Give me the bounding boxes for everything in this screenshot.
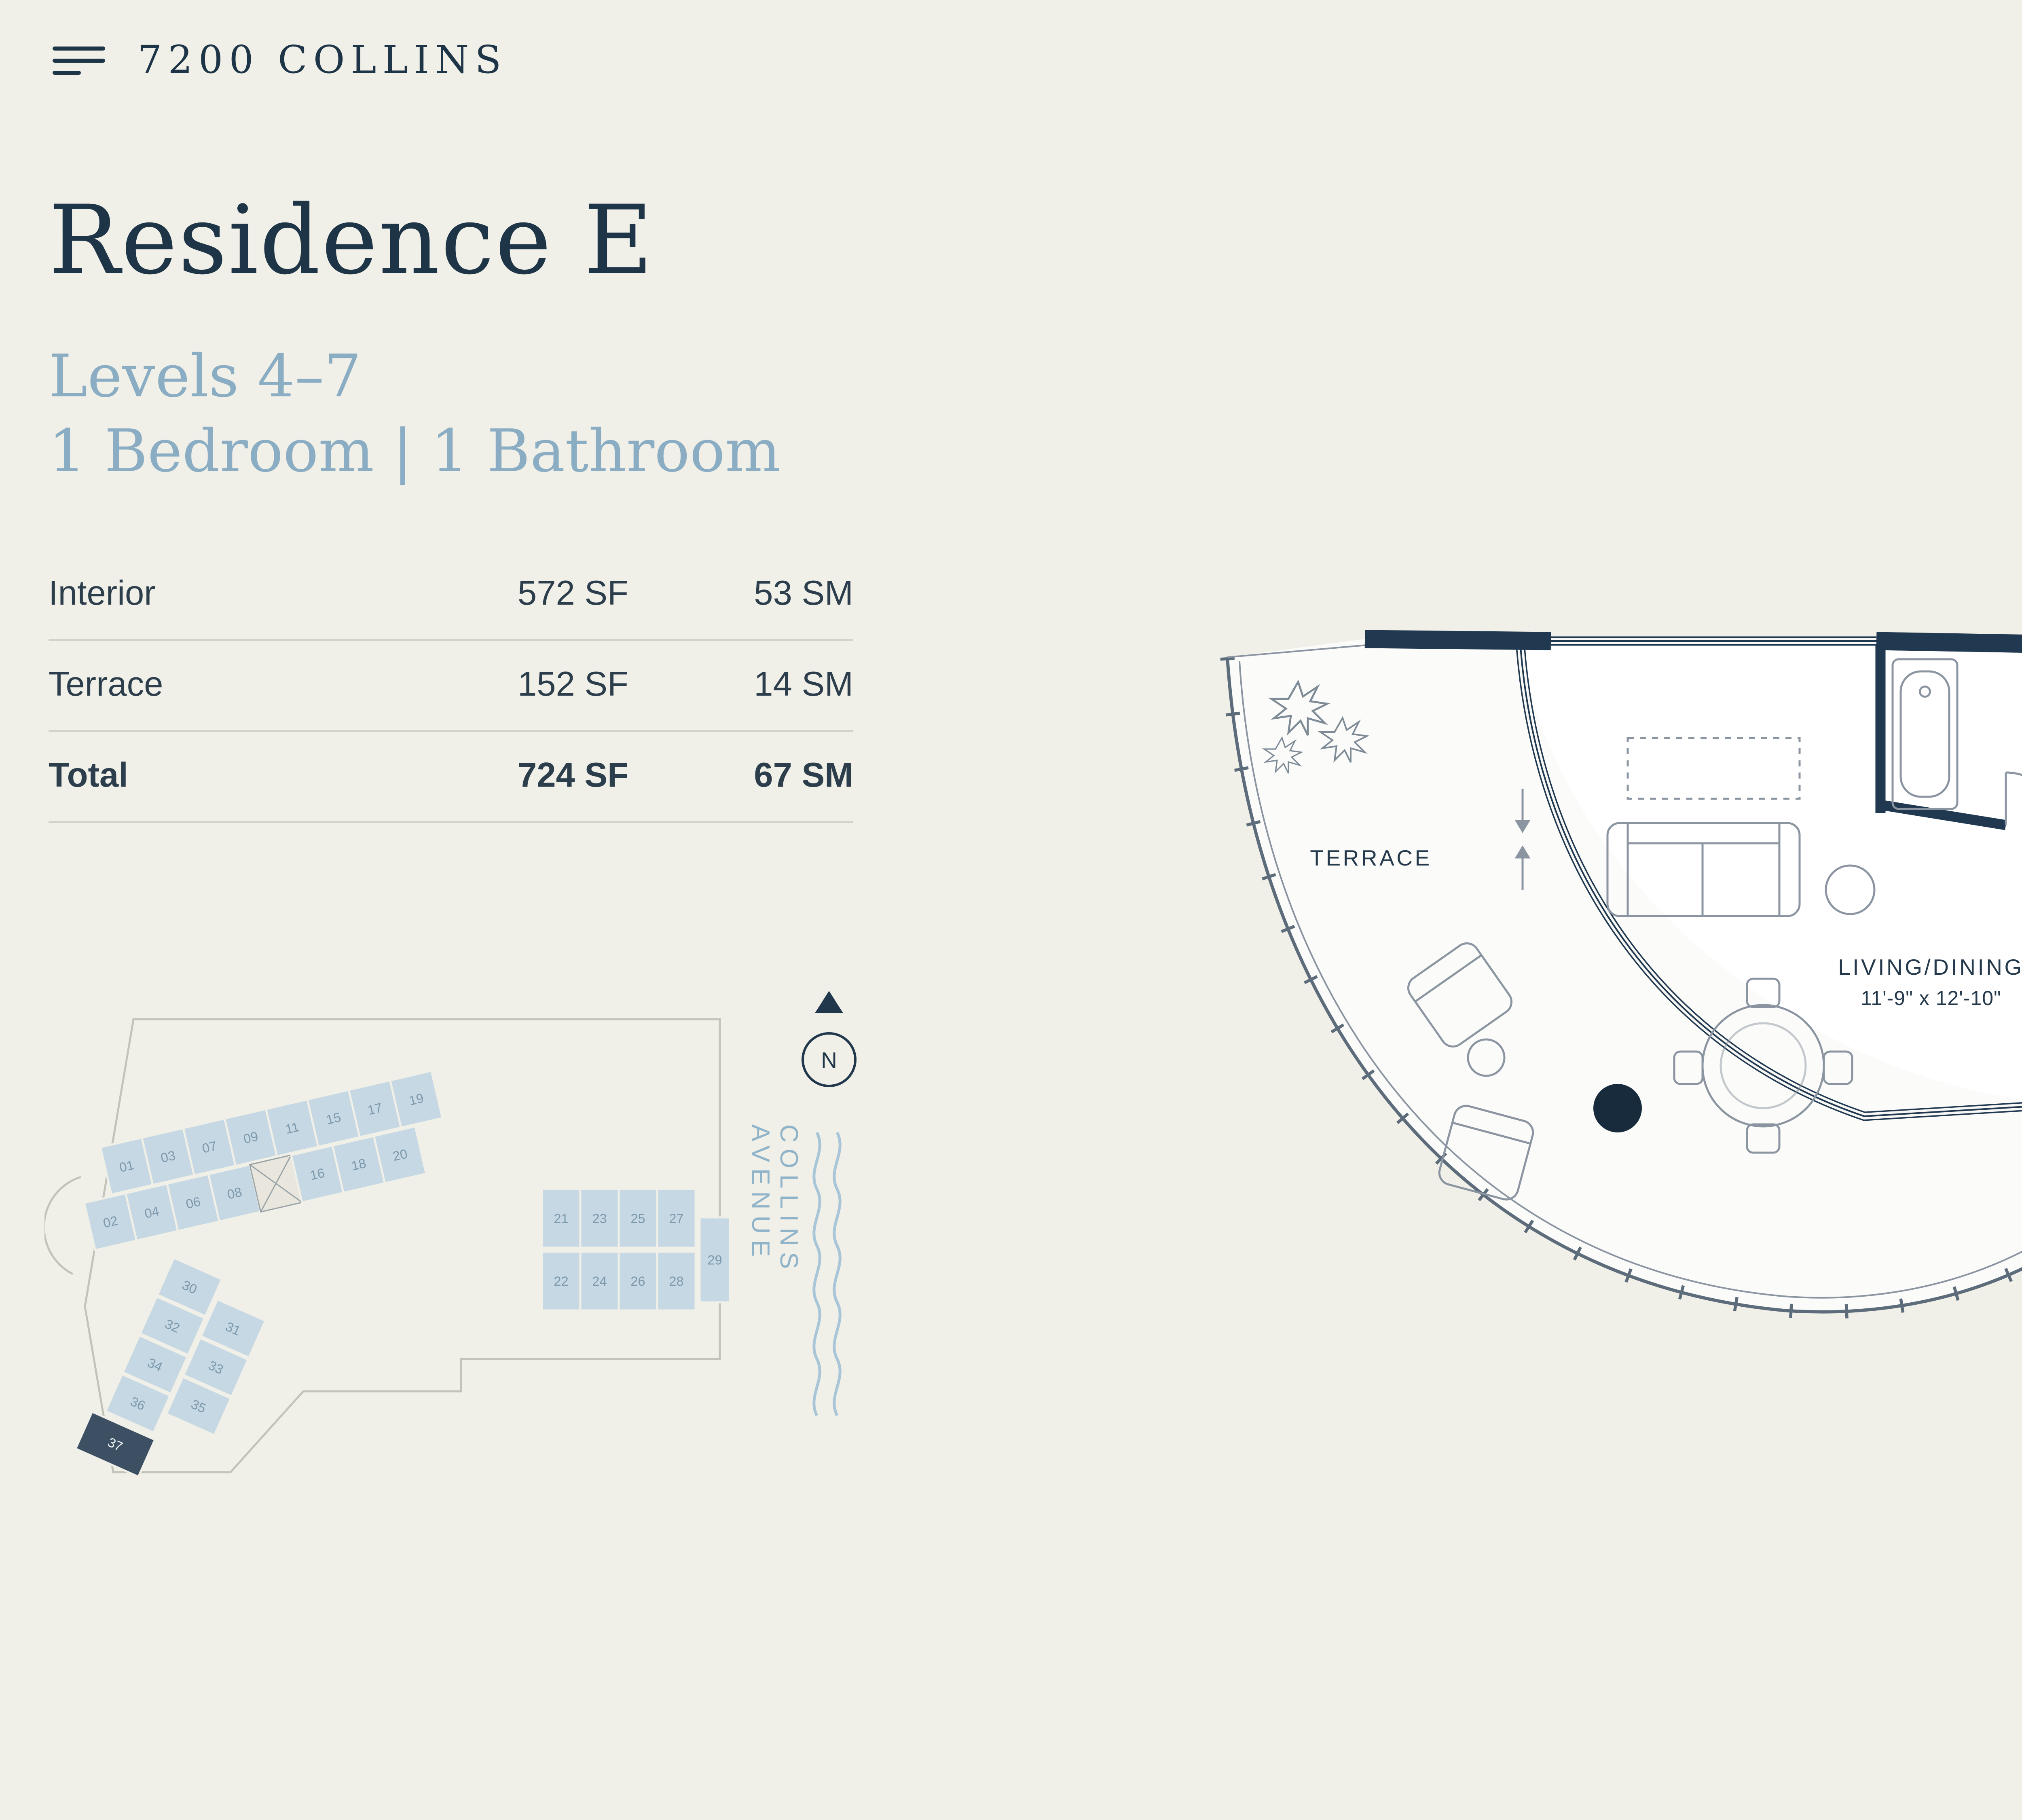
keyplan-unit-number: 29 <box>707 1253 722 1268</box>
keyplan-unit <box>74 1410 157 1478</box>
keyplan-unit <box>656 1251 697 1312</box>
keyplan-unit-number: 18 <box>350 1156 367 1173</box>
keyplan-unit <box>156 1256 224 1318</box>
area-sf: 152 SF <box>518 665 629 704</box>
dining-set <box>1673 978 1853 1154</box>
keyplan-unit <box>579 1188 620 1249</box>
north-arrow-circle <box>802 1032 857 1087</box>
area-sm: 14 SM <box>754 665 853 704</box>
keyplan-unit-number: 27 <box>669 1211 683 1226</box>
terrace-railing <box>1220 644 2022 1319</box>
keyplan-unit-number: 26 <box>630 1274 645 1289</box>
area-label: Total <box>49 756 128 795</box>
menu-icon[interactable] <box>49 36 109 85</box>
keyplan-unit-number: 09 <box>242 1129 259 1146</box>
area-label: Interior <box>49 574 156 613</box>
plant-icon <box>1262 679 1370 774</box>
coffee-table <box>1467 1038 1506 1077</box>
keyplan-unit-number: 01 <box>118 1158 135 1175</box>
area-label: Terrace <box>49 665 163 704</box>
area-sm: 67 SM <box>754 756 853 795</box>
keyplan-unit <box>656 1188 697 1249</box>
keyplan-unit-number: 11 <box>284 1120 300 1137</box>
keyplan: 01 03 07 09 11 15 17 19 02 04 06 08 16 18 20 21 23 25 27 22… <box>44 1018 731 1478</box>
area-row-interior: Interior 572 SF 53 SM <box>49 550 853 641</box>
north-arrow: N <box>802 991 857 1087</box>
keyplan-unit-number: 03 <box>159 1148 177 1165</box>
area-table: Interior 572 SF 53 SM Terrace 152 SF 14 … <box>49 550 853 823</box>
keyplan-unit-number: 08 <box>226 1185 243 1202</box>
interior-floor <box>1365 639 2022 1100</box>
subtitle-levels: Levels 4–7 <box>49 342 362 411</box>
keyplan-unit-number: 06 <box>184 1194 202 1211</box>
keyplan-unit <box>541 1251 582 1312</box>
keyplan-unit-number: 16 <box>309 1165 326 1183</box>
keyplan-unit-number: 15 <box>325 1110 342 1127</box>
keyplan-unit-number: 24 <box>592 1274 607 1289</box>
keyplan-unit-number: 17 <box>366 1100 383 1117</box>
keyplan-group: 01 03 07 09 11 15 17 19 02 04 06 08 16 18 20 <box>83 1069 444 1251</box>
street-label: COLLINS AVENUE <box>746 1124 803 1275</box>
door-swing-arrows <box>1514 789 1531 890</box>
keyplan-unit-number: 20 <box>391 1146 409 1164</box>
keyplan-units: 01 03 07 09 11 15 17 19 02 04 06 08 16 18 20 21 23 25 27 22… <box>74 1069 731 1478</box>
keyplan-unit-number: 19 <box>408 1091 425 1108</box>
keyplan-core-hatch <box>249 1155 302 1213</box>
keyplan-unit <box>139 1295 206 1357</box>
area-sm: 53 SM <box>754 574 853 613</box>
structural-column <box>1593 1084 1642 1132</box>
keyplan-unit-number: 22 <box>554 1274 568 1289</box>
keyplan-unit-number: 07 <box>201 1139 218 1156</box>
doors <box>2005 771 2022 825</box>
tv-console <box>1626 737 1801 800</box>
keyplan-unit-number: 28 <box>669 1274 683 1289</box>
terrace-label: TERRACE <box>1310 845 1432 870</box>
north-arrow-triangle <box>815 991 843 1013</box>
area-row-total: Total 724 SF 67 SM <box>49 732 853 823</box>
living-label: LIVING/DINING <box>1838 954 2022 980</box>
brand-wordmark: 7200 COLLINS <box>137 38 508 83</box>
keyplan-unit <box>199 1298 267 1359</box>
armchair-1 <box>1407 942 1512 1048</box>
keyplan-site-outline <box>84 1018 721 1473</box>
north-label: N <box>821 1048 837 1073</box>
side-table <box>1825 864 1876 915</box>
keyplan-unit-number: 21 <box>554 1211 568 1226</box>
keyplan-unit <box>698 1216 731 1304</box>
keyplan-end-cap <box>44 1176 81 1275</box>
subtitle-config: 1 Bedroom | 1 Bathroom <box>49 417 781 485</box>
area-row-terrace: Terrace 152 SF 14 SM <box>49 641 853 732</box>
header: 7200 COLLINS <box>49 36 507 85</box>
keyplan-unit-number: 25 <box>630 1211 645 1226</box>
terrace-floor <box>1227 639 2022 1312</box>
keyplan-unit <box>182 1337 250 1398</box>
keyplan-unit <box>541 1188 582 1249</box>
sofa <box>1606 822 1801 917</box>
keyplan-unit-number: 04 <box>143 1204 161 1221</box>
keyplan-group: 21 23 25 27 22 24 26 28 29 <box>541 1188 731 1312</box>
living-glass-wall <box>1516 647 2022 1121</box>
keyplan-unit <box>104 1373 171 1434</box>
keyplan-unit <box>121 1334 189 1395</box>
keyplan-unit <box>618 1251 658 1312</box>
subtitle: Levels 4–7 1 Bedroom | 1 Bathroom <box>49 340 780 489</box>
area-sf: 724 SF <box>518 756 629 795</box>
armchair-2 <box>1438 1105 1534 1201</box>
area-sf: 572 SF <box>518 574 629 613</box>
water-waves-icon <box>812 1132 842 1416</box>
floorplan: TERRACE LIVING/DINING 11'-9" x 12'-10" B… <box>1220 630 2022 1319</box>
keyplan-unit-number: 23 <box>592 1211 607 1226</box>
bathtub-icon <box>1891 658 1959 810</box>
keyplan-unit <box>389 1069 444 1129</box>
living-dims: 11'-9" x 12'-10" <box>1861 987 2001 1009</box>
page-title: Residence E <box>49 186 654 297</box>
keyplan-unit <box>372 1125 427 1185</box>
keyplan-unit-number: 02 <box>102 1213 119 1231</box>
keyplan-unit <box>165 1376 233 1437</box>
windows <box>1551 636 1876 646</box>
